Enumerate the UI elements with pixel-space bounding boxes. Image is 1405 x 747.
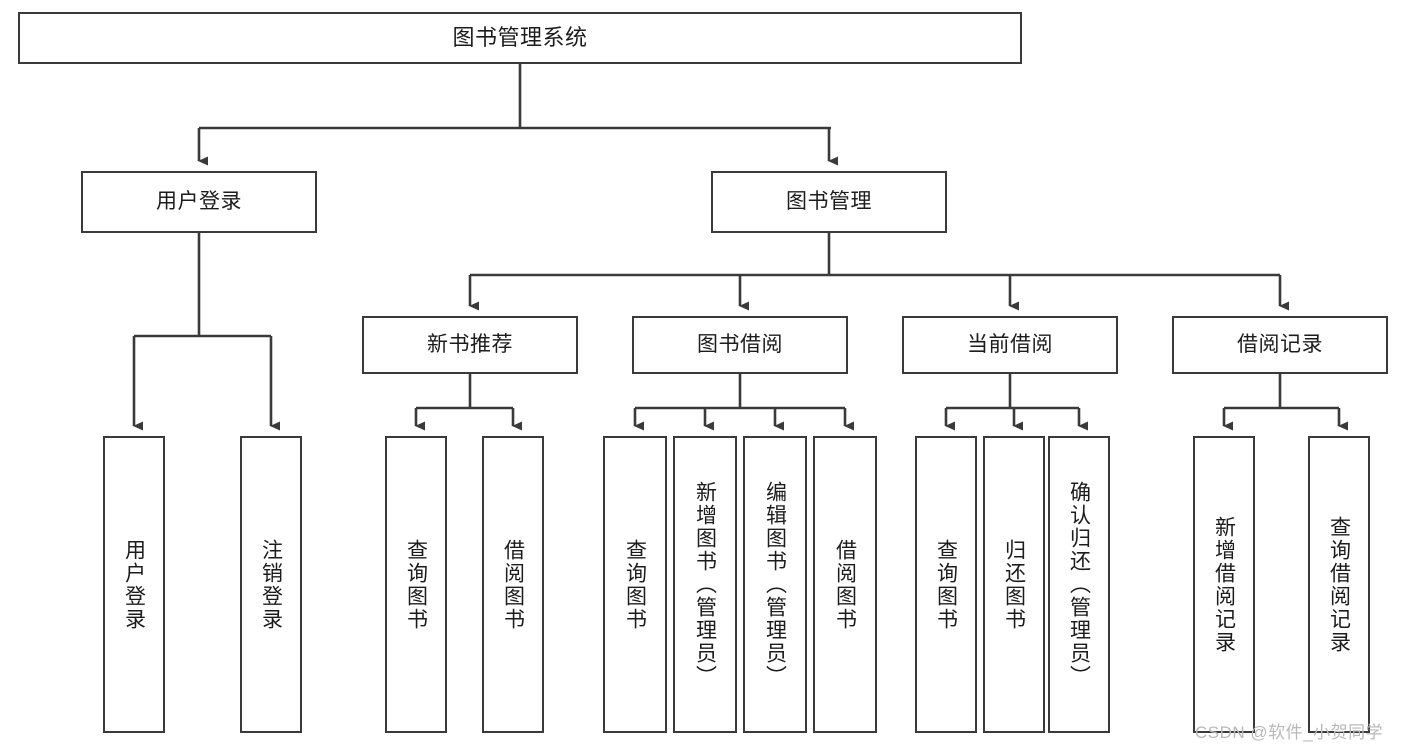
node-label-leaf-confirm-return: 确认归还（管理员） [1067,481,1091,688]
node-leaf-confirm-return[interactable]: 确认归还（管理员） [1048,436,1110,733]
node-borrow-record[interactable]: 借阅记录 [1172,316,1388,374]
node-leaf-query-book-3[interactable]: 查询图书 [915,436,977,733]
node-label-book-borrow: 图书借阅 [697,332,783,356]
node-current-borrow[interactable]: 当前借阅 [902,316,1118,374]
node-label-leaf-logout-login: 注销登录 [259,538,283,631]
node-user-login[interactable]: 用户登录 [81,171,317,233]
node-leaf-add-record[interactable]: 新增借阅记录 [1193,436,1255,733]
node-label-borrow-record: 借阅记录 [1237,332,1323,356]
node-leaf-user-login[interactable]: 用户登录 [103,436,165,733]
node-label-leaf-borrow-book-1: 借阅图书 [501,538,525,631]
node-leaf-return-book[interactable]: 归还图书 [983,436,1045,733]
node-leaf-query-book-2[interactable]: 查询图书 [603,436,667,733]
node-label-root: 图书管理系统 [452,25,588,51]
node-label-leaf-return-book: 归还图书 [1002,538,1026,631]
node-leaf-query-book-1[interactable]: 查询图书 [385,436,447,733]
node-leaf-logout-login[interactable]: 注销登录 [240,436,302,733]
node-label-leaf-query-book-1: 查询图书 [404,538,428,631]
node-label-leaf-borrow-book-2: 借阅图书 [833,538,857,631]
node-label-leaf-user-login: 用户登录 [122,538,146,631]
csdn-watermark: CSDN @软件_小贺同学 [1195,723,1384,742]
node-label-leaf-add-record: 新增借阅记录 [1212,515,1236,654]
node-new-book-recommend[interactable]: 新书推荐 [362,316,578,374]
node-label-book-manage: 图书管理 [786,189,872,213]
node-book-borrow[interactable]: 图书借阅 [632,316,848,374]
node-leaf-borrow-book-2[interactable]: 借阅图书 [813,436,877,733]
node-label-leaf-query-record: 查询借阅记录 [1327,515,1351,654]
node-leaf-add-book[interactable]: 新增图书（管理员） [673,436,737,733]
node-root-system[interactable]: 图书管理系统 [18,12,1022,64]
node-label-leaf-edit-book: 编辑图书（管理员） [763,481,787,688]
node-label-leaf-query-book-2: 查询图书 [623,538,647,631]
node-leaf-borrow-book-1[interactable]: 借阅图书 [482,436,544,733]
node-leaf-edit-book[interactable]: 编辑图书（管理员） [743,436,807,733]
node-label-user-login: 用户登录 [156,189,242,213]
node-leaf-query-record[interactable]: 查询借阅记录 [1308,436,1370,733]
node-book-manage[interactable]: 图书管理 [711,171,947,233]
node-label-current-borrow: 当前借阅 [967,332,1053,356]
node-label-leaf-query-book-3: 查询图书 [934,538,958,631]
node-label-leaf-add-book: 新增图书（管理员） [693,481,717,688]
node-label-new-book-recommend: 新书推荐 [427,332,513,356]
